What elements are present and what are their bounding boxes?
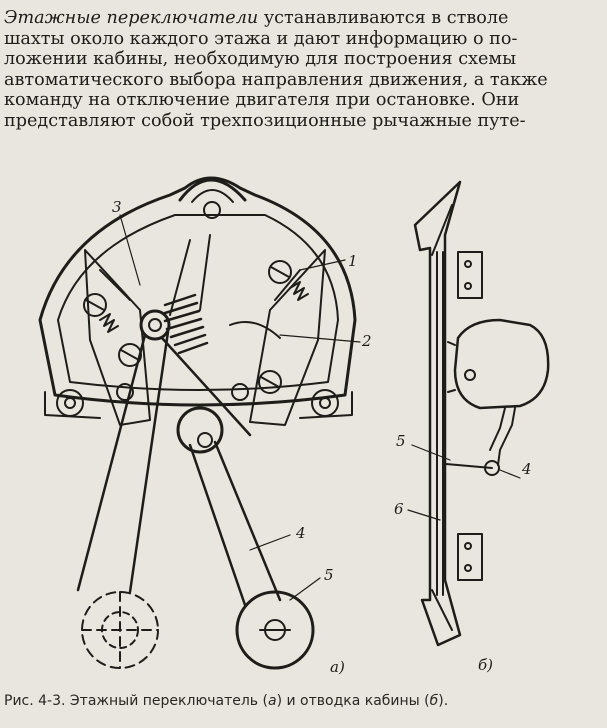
- label-3: 3: [112, 198, 122, 216]
- floor-switch-drawing: [38, 176, 361, 670]
- paragraph-line-2: шахты около каждого этажа и дают информа…: [4, 28, 518, 49]
- paragraph-line-1-rest: устанавливаются в стволе: [258, 8, 509, 28]
- body-paragraph: Этажные переключатели устанавливаются в …: [4, 8, 602, 131]
- label-5-b: 5: [396, 432, 406, 450]
- caption-b: б: [429, 693, 439, 709]
- label-4-a: 4: [296, 524, 306, 542]
- caption-suffix: ).: [438, 693, 449, 709]
- sublabel-b: б): [478, 656, 494, 674]
- paragraph-line-1: Этажные переключатели устанавливаются в …: [4, 8, 602, 29]
- sublabel-a: а): [330, 658, 345, 676]
- caption-middle: ) и отводка кабины (: [276, 693, 430, 709]
- label-1: 1: [348, 252, 358, 270]
- paragraph-line-3: ложении кабины, необходимую для построен…: [4, 49, 517, 69]
- paragraph-line-5: команду на отключение двигателя при оста…: [4, 90, 520, 110]
- label-6: 6: [394, 500, 404, 518]
- figure-4-3: 1 2 3 4 5 5 4 6 а) б): [0, 160, 607, 690]
- figure-caption: Рис. 4-3. Этажный переключатель (а) и от…: [4, 693, 448, 709]
- paragraph-line-4: автоматического выбора направления движе…: [4, 69, 548, 90]
- caption-prefix: Рис. 4-3. Этажный переключатель (: [4, 693, 268, 709]
- paragraph-line-6: представляют собой трехпозиционные рычаж…: [4, 110, 526, 131]
- label-2: 2: [362, 332, 372, 350]
- label-4-b: 4: [522, 460, 532, 478]
- caption-a: а: [267, 693, 277, 709]
- label-5-a: 5: [324, 566, 334, 584]
- term-emphasis: Этажные переключатели: [4, 8, 259, 28]
- cam-rail-drawing: [407, 180, 550, 647]
- technical-drawing: [38, 176, 550, 670]
